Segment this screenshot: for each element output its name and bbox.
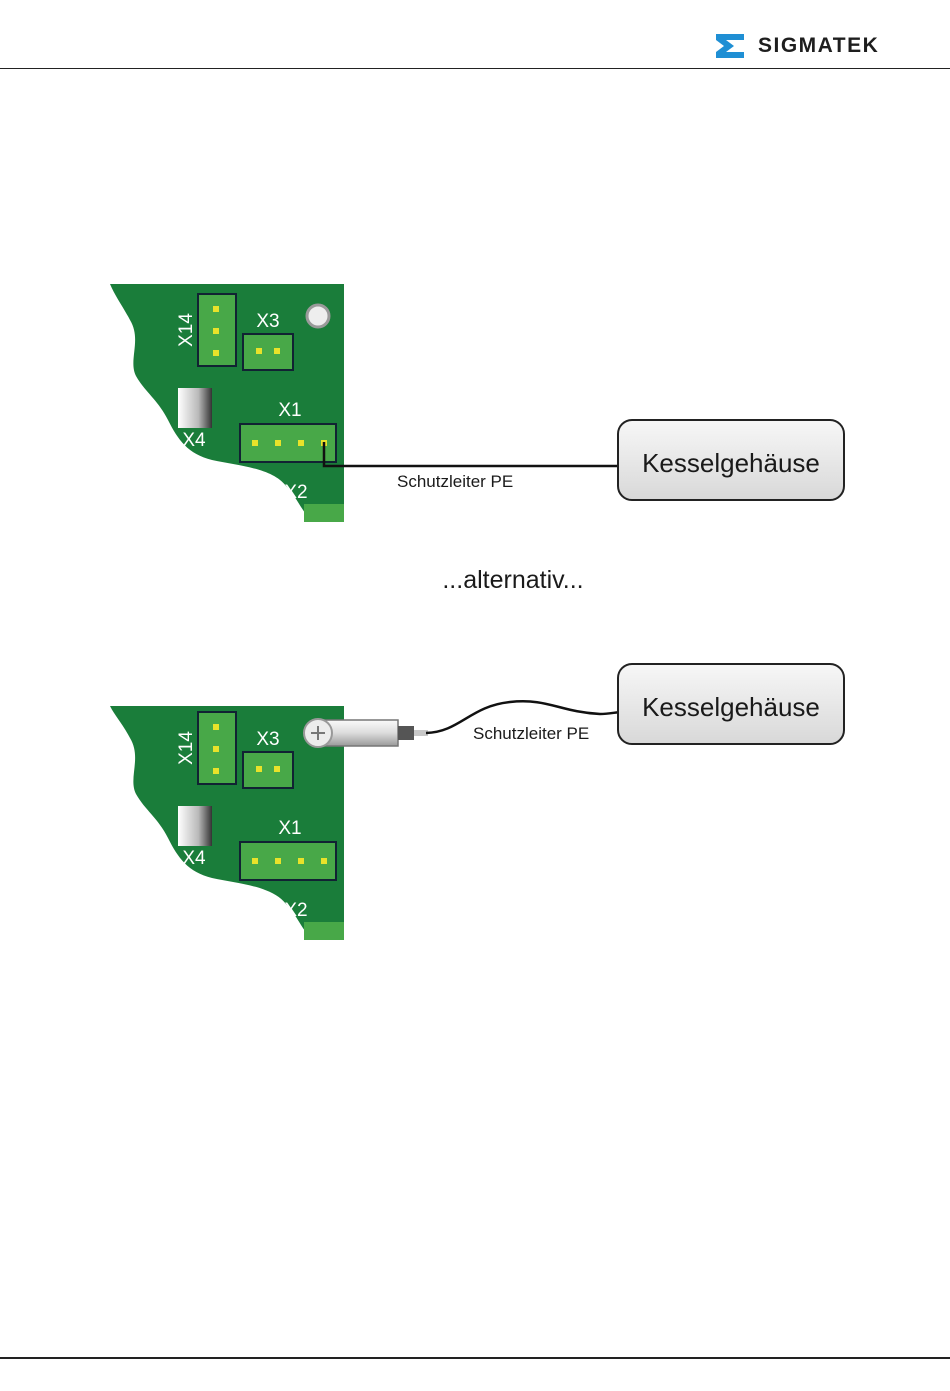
logo-text: SIGMATEK bbox=[758, 34, 879, 58]
label-x4-2: X4 bbox=[182, 848, 206, 869]
connector-x3-2 bbox=[243, 752, 293, 788]
label-x1: X1 bbox=[278, 400, 301, 421]
capacitor-2 bbox=[178, 806, 212, 846]
diagram-direct-connection: X14 X3 X1 X4 X2 Schutzleiter PE Kesselge… bbox=[0, 270, 950, 530]
footer-rule bbox=[0, 1357, 950, 1359]
label-x2-2: X2 bbox=[284, 900, 307, 921]
sigmatek-logo: SIGMATEK bbox=[712, 32, 879, 60]
connector-x3 bbox=[243, 334, 293, 370]
sigmatek-s-logo-icon bbox=[712, 32, 748, 60]
lug-crimp bbox=[414, 730, 428, 736]
label-x14: X14 bbox=[176, 313, 197, 347]
mounting-hole bbox=[307, 305, 329, 327]
label-x1-2: X1 bbox=[278, 818, 301, 839]
wire-label-1: Schutzleiter PE bbox=[397, 472, 513, 491]
header-rule bbox=[0, 68, 950, 69]
diagram-screw-connection: X14 X3 X1 X4 X2 Schutzleiter PE Kesselge… bbox=[0, 640, 950, 940]
wire-label-2: Schutzleiter PE bbox=[473, 724, 589, 743]
box-label-1: Kesselgehäuse bbox=[642, 448, 820, 478]
connector-x2-2 bbox=[304, 922, 344, 940]
box-label-2: Kesselgehäuse bbox=[642, 692, 820, 722]
lug-sleeve bbox=[398, 726, 414, 740]
label-x14-2: X14 bbox=[176, 731, 197, 765]
label-x3: X3 bbox=[256, 311, 279, 332]
label-x2: X2 bbox=[284, 482, 307, 503]
connector-x2 bbox=[304, 504, 344, 522]
label-x4: X4 bbox=[182, 430, 206, 451]
label-x3-2: X3 bbox=[256, 729, 279, 750]
pe-wire bbox=[324, 442, 620, 466]
capacitor bbox=[178, 388, 212, 428]
alternative-separator: ...alternativ... bbox=[0, 566, 950, 595]
